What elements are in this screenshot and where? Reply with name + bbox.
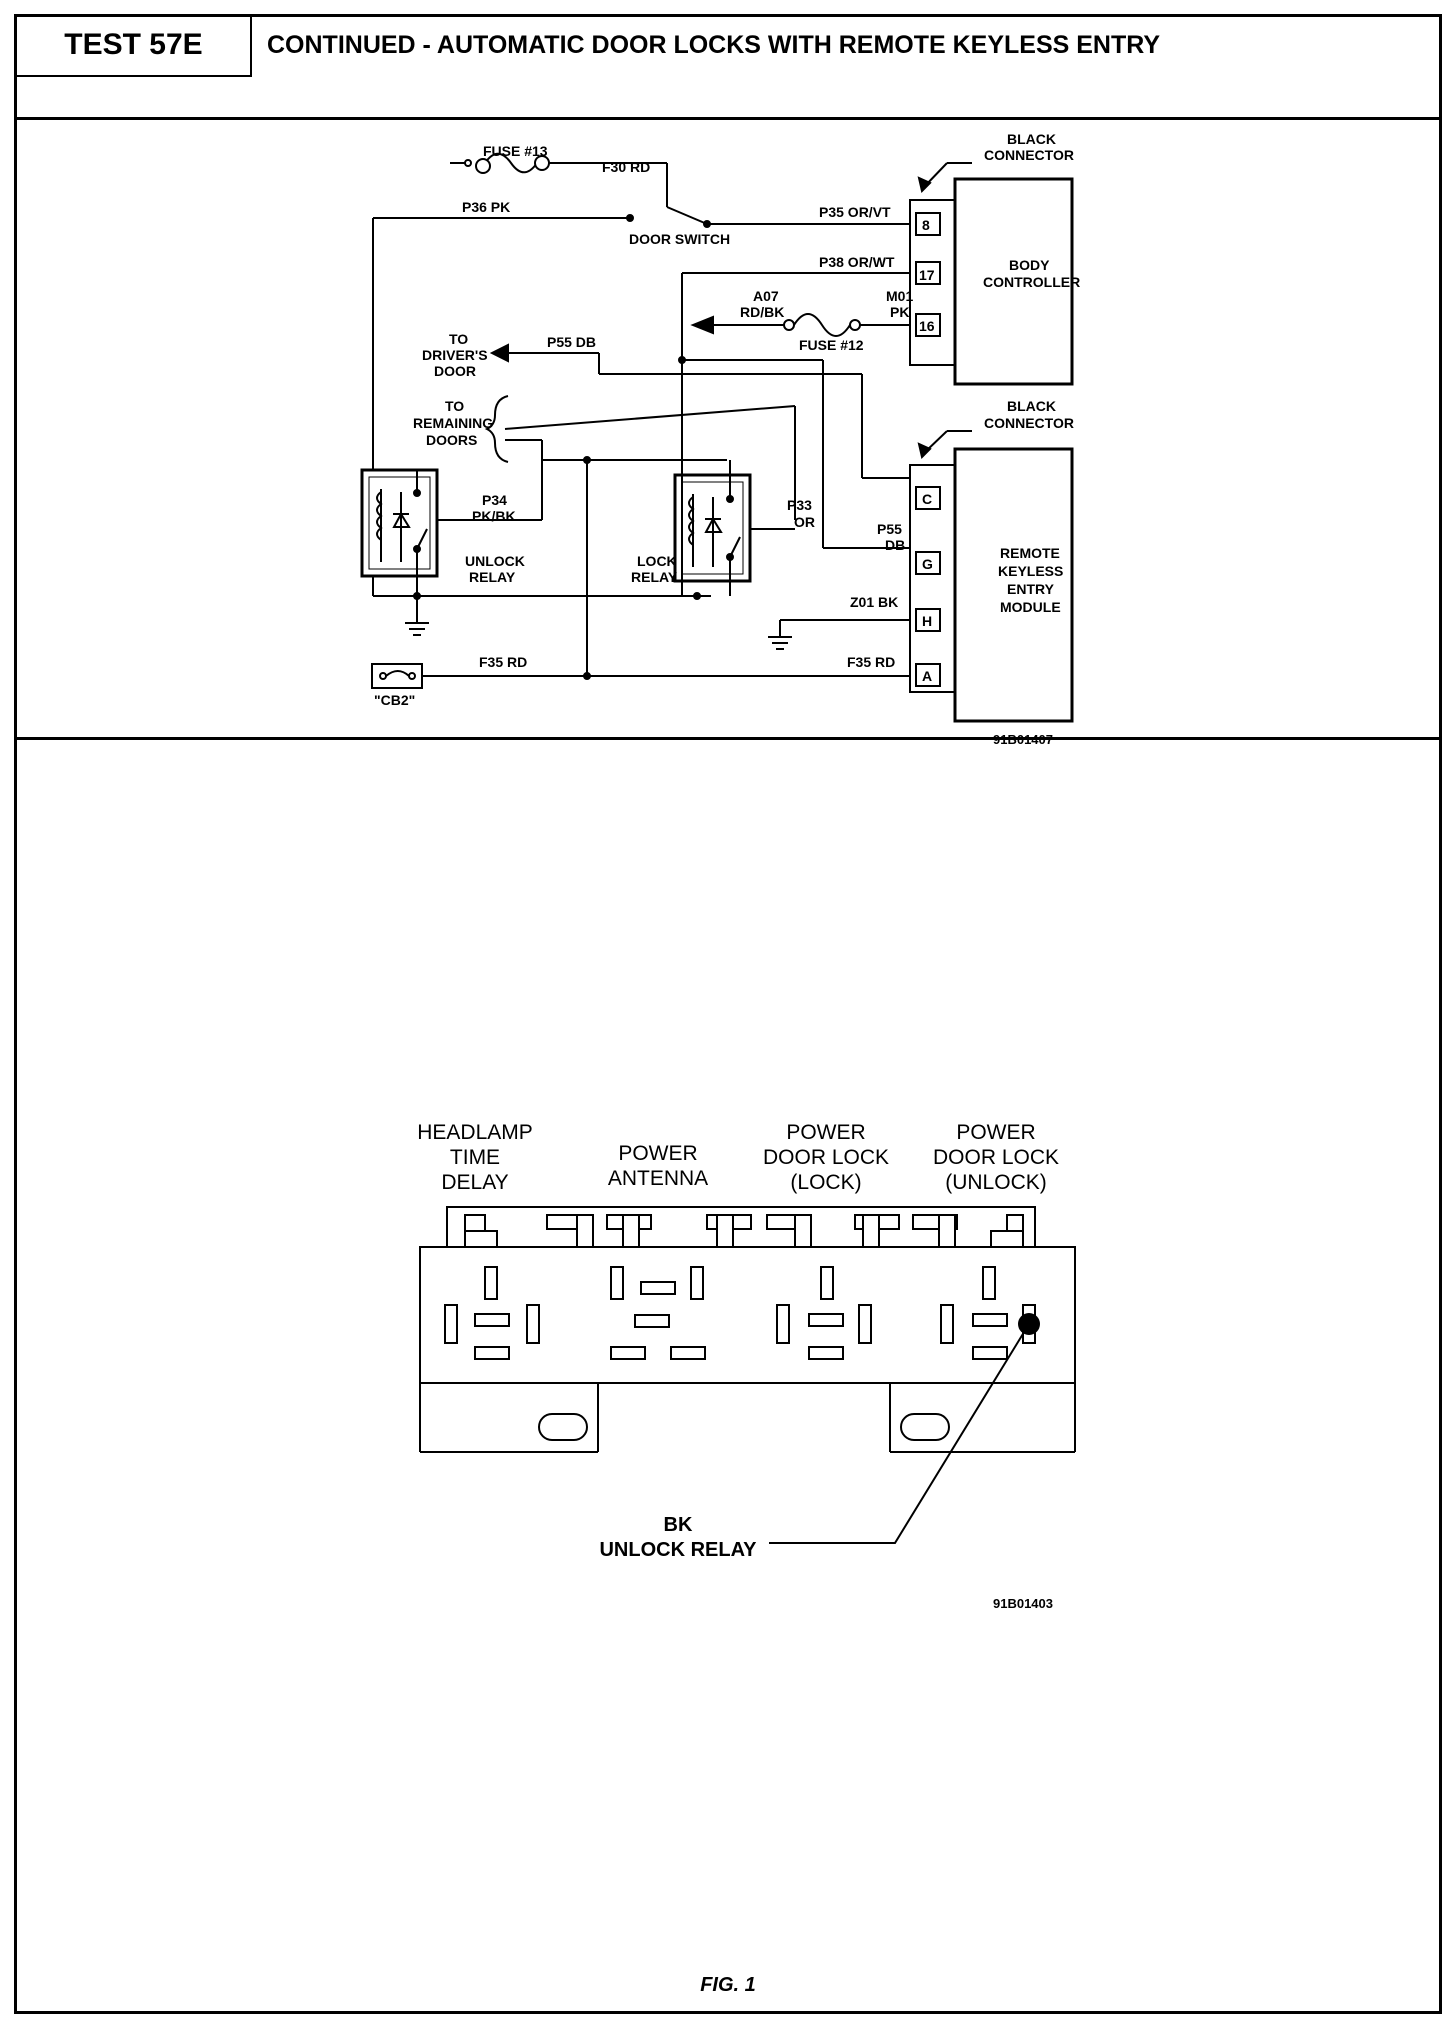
- figure-caption: FIG. 1: [700, 1974, 756, 1996]
- rke-module-line1: REMOTE: [1000, 545, 1060, 561]
- black-connector-2-line2: CONNECTOR: [984, 415, 1074, 431]
- cb2-breaker-label: "CB2": [374, 692, 415, 708]
- relay-label-lock-line3: (LOCK): [790, 1171, 861, 1194]
- m01-wire-label: M01: [886, 288, 913, 304]
- relay-label-lock-line1: POWER: [786, 1121, 865, 1144]
- to-remaining-doors-line1: TO: [445, 398, 464, 414]
- relay-block-drawing: HEADLAMP TIME DELAY POWER ANTENNA POWER …: [417, 1121, 1076, 1611]
- relay-label-unlock-line1: POWER: [956, 1121, 1035, 1144]
- relay-drawing-id: 91B01403: [993, 1596, 1053, 1611]
- relay-label-antenna-line2: ANTENNA: [608, 1167, 708, 1190]
- service-manual-page: TEST 57E CONTINUED - AUTOMATIC DOOR LOCK…: [14, 14, 1442, 2014]
- page-header: TEST 57E CONTINUED - AUTOMATIC DOOR LOCK…: [17, 17, 1439, 120]
- callout-line2: UNLOCK RELAY: [599, 1539, 757, 1561]
- a07-color-label: RD/BK: [740, 304, 784, 320]
- door-switch-label: DOOR SWITCH: [629, 231, 730, 247]
- section-divider: [17, 737, 1439, 740]
- p33-color-label: OR: [794, 514, 815, 530]
- lock-relay-line2: RELAY: [631, 569, 678, 585]
- relay-label-unlock-line3: (UNLOCK): [945, 1171, 1047, 1194]
- pin-g-label: G: [922, 556, 933, 572]
- p33-wire-label: P33: [787, 497, 812, 513]
- pin-h-label: H: [922, 613, 932, 629]
- black-connector-1-line1: BLACK: [1007, 131, 1056, 147]
- callout-line1: BK: [664, 1514, 693, 1536]
- a07-wire-label: A07: [753, 288, 779, 304]
- to-drivers-door-line1: TO: [449, 331, 468, 347]
- unlock-relay-line2: RELAY: [469, 569, 516, 585]
- wiring-schematic: FUSE #13 F30 RD P36 PK DOOR SWITCH P35 O…: [360, 131, 1080, 1611]
- p34-color-label: PK/BK: [472, 508, 516, 524]
- relay-label-headlamp-line3: DELAY: [441, 1171, 508, 1194]
- pin-c-label: C: [922, 491, 932, 507]
- to-remaining-doors-line3: DOORS: [426, 432, 477, 448]
- fuse13-terminal-left: [475, 158, 491, 174]
- p35-wire-label: P35 OR/VT: [819, 204, 891, 220]
- to-drivers-door-line2: DRIVER'S: [422, 347, 488, 363]
- pin-17-label: 17: [919, 267, 935, 283]
- unlock-relay-line1: UNLOCK: [465, 553, 525, 569]
- to-drivers-door-line3: DOOR: [434, 363, 476, 379]
- relay-label-lock-line2: DOOR LOCK: [763, 1146, 889, 1169]
- fuse12-label: FUSE #12: [799, 337, 864, 353]
- relay-label-unlock-line2: DOOR LOCK: [933, 1146, 1059, 1169]
- p34-wire-label: P34: [482, 492, 507, 508]
- f35-right-wire-label: F35 RD: [847, 654, 895, 670]
- m01-color-label: PK: [890, 304, 909, 320]
- body-controller-line2: CONTROLLER: [983, 274, 1080, 290]
- relay-label-headlamp-line2: TIME: [450, 1146, 500, 1169]
- body-controller-line1: BODY: [1009, 257, 1050, 273]
- lock-relay-line1: LOCK: [637, 553, 677, 569]
- relay-label-antenna-line1: POWER: [618, 1142, 697, 1165]
- pin-16-label: 16: [919, 318, 935, 334]
- f35-left-wire-label: F35 RD: [479, 654, 527, 670]
- page-title: CONTINUED - AUTOMATIC DOOR LOCKS WITH RE…: [267, 31, 1161, 59]
- p36-wire-label: P36 PK: [462, 199, 510, 215]
- pin-8-label: 8: [922, 217, 930, 233]
- test-number-label: TEST 57E: [17, 17, 252, 77]
- pin-a-label: A: [922, 668, 932, 684]
- rke-module-line4: MODULE: [1000, 599, 1061, 615]
- relay-label-headlamp-line1: HEADLAMP: [417, 1121, 533, 1144]
- rke-module-line2: KEYLESS: [998, 563, 1063, 579]
- z01-wire-label: Z01 BK: [850, 594, 898, 610]
- rke-module-line3: ENTRY: [1007, 581, 1055, 597]
- black-connector-2-line1: BLACK: [1007, 398, 1056, 414]
- p38-wire-label: P38 OR/WT: [819, 254, 895, 270]
- to-remaining-doors-line2: REMAINING: [413, 415, 493, 431]
- f30-wire-label: F30 RD: [602, 159, 650, 175]
- p55-right-color-label: DB: [885, 537, 905, 553]
- fuse13-label: FUSE #13: [483, 143, 548, 159]
- p55-right-wire-label: P55: [877, 521, 902, 537]
- p55-top-wire-label: P55 DB: [547, 334, 596, 350]
- black-connector-1-line2: CONNECTOR: [984, 147, 1074, 163]
